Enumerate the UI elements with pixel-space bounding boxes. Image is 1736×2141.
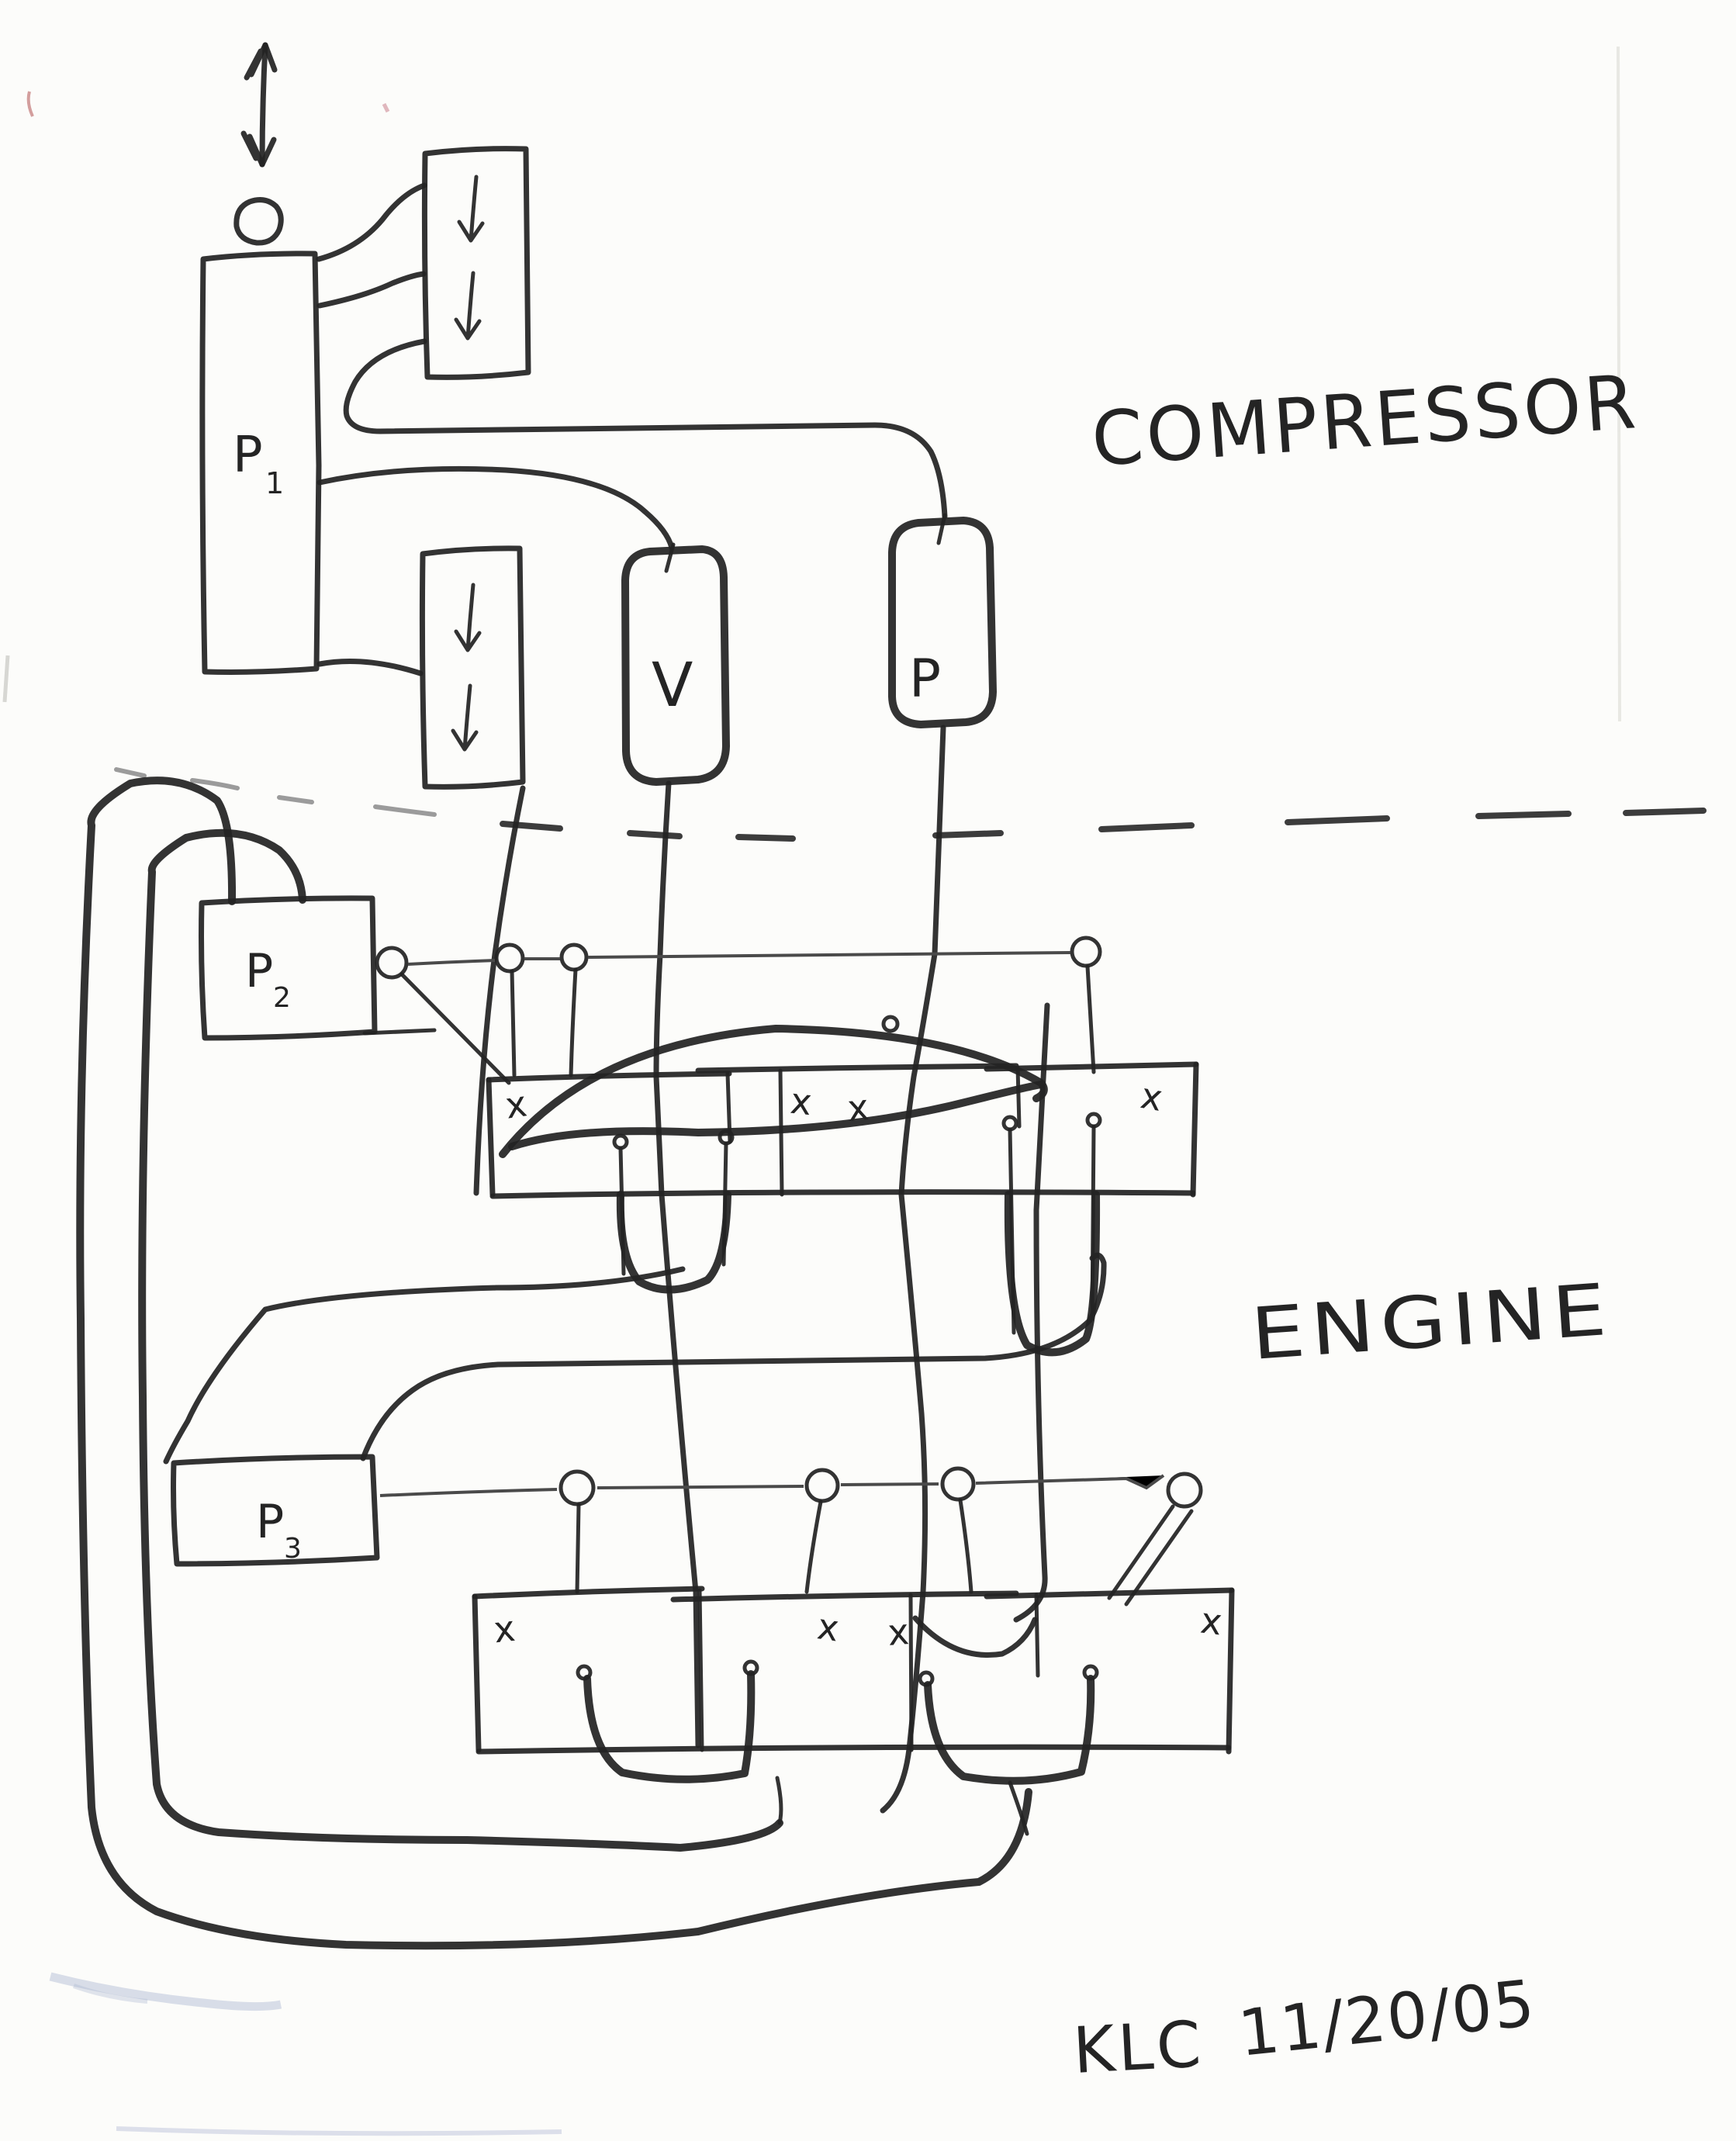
p3-label: P: [256, 1495, 284, 1549]
valve-guides-lower: [576, 1659, 1099, 1836]
port-stem: [569, 967, 578, 1077]
eraser-smudge: [49, 1972, 282, 2011]
x-mark: x: [1138, 1074, 1166, 1119]
red-speck: [382, 102, 390, 113]
dashed-separator: [114, 767, 1707, 842]
port-stem: [958, 1498, 973, 1594]
port-stem: [399, 972, 511, 1085]
port-circle: [558, 1469, 596, 1506]
down-arrow-icon: [454, 271, 482, 341]
paper-crease: [1617, 46, 1621, 722]
port-stem: [510, 969, 517, 1077]
vessel-v-label: V: [652, 651, 693, 721]
compressor-label: COMPRESSOR: [1089, 358, 1641, 483]
manifold-loop-upper: [499, 1015, 1048, 1158]
p2-label-sub: 2: [273, 982, 291, 1014]
return-pipe-loops: [76, 777, 1032, 1950]
loop-crossing-knot: [881, 1015, 900, 1033]
engine-section: P 2 P 3: [76, 725, 1614, 1950]
line-bank1-to-bank2: [1013, 1002, 1050, 1623]
line-v-vessel-down: [653, 780, 701, 1748]
ball-circle: [233, 197, 284, 246]
port-circle: [1166, 1472, 1203, 1509]
port-circle: [1070, 936, 1102, 968]
pipe-p1-to-v-vessel: [316, 465, 675, 551]
x-mark: x: [492, 1607, 517, 1652]
outer-loop-pipe: [76, 777, 1032, 1950]
p2-label: P: [245, 944, 273, 998]
pipe-p1-to-upper-valve-a: [316, 182, 427, 262]
double-arrow-icon: [240, 42, 278, 168]
x-mark: x: [788, 1080, 814, 1124]
port-circle: [559, 943, 589, 972]
x-mark: x: [503, 1082, 529, 1126]
pipe-p1-to-upper-valve-b: [316, 271, 427, 309]
x-mark: x: [814, 1605, 841, 1649]
cylinder-bank-lower: x x x x: [472, 1586, 1235, 1755]
pipe-upper-valve-to-p-vessel: [343, 338, 948, 520]
vessel-p-label: P: [909, 649, 941, 710]
signature-initials: KLC: [1071, 2008, 1205, 2088]
cylinder-bank-upper: x x x x: [486, 1061, 1199, 1199]
port-circle: [494, 943, 525, 974]
lower-port-row: [379, 1466, 1203, 1607]
p3-label-sub: 3: [284, 1533, 302, 1565]
check-valve-box-upper: [421, 146, 531, 380]
x-mark: x: [1198, 1600, 1225, 1644]
upper-port-row: [375, 936, 1102, 1085]
inner-loop-pipe: [138, 828, 783, 1852]
signature: KLC 11/20/05: [1071, 1966, 1539, 2088]
compressor-section: P 1 V: [199, 42, 1641, 790]
engine-label: ENGINE: [1248, 1268, 1614, 1376]
red-pen-mark: [26, 91, 34, 117]
line-valvebox-extension: [473, 785, 526, 1196]
down-arrow-icon: [454, 583, 482, 652]
valve-guides-upper: [612, 1112, 1102, 1357]
crossover-line-to-p3-right: [360, 1252, 1107, 1461]
vessel-p: P: [888, 513, 997, 728]
down-arrow-icon: [457, 175, 485, 243]
vessel-v: V: [621, 542, 730, 786]
port-circle: [940, 1466, 976, 1502]
down-arrow-icon: [451, 683, 479, 752]
p1-label: P: [233, 427, 263, 484]
port-stem: [575, 1503, 581, 1594]
port-stem: [1124, 1509, 1194, 1607]
crossover-line-to-p3-left: [163, 1266, 686, 1465]
port-stem: [1107, 1504, 1175, 1600]
compressor-pipes: [316, 182, 948, 676]
port-stem: [804, 1499, 823, 1594]
x-mark: x: [887, 1610, 911, 1654]
signature-date: 11/20/05: [1235, 1966, 1539, 2071]
p1-label-sub: 1: [265, 466, 284, 500]
port-circle: [804, 1468, 840, 1503]
eraser-smudge-2: [72, 1984, 148, 2004]
edge-smudge: [2, 655, 10, 703]
manifold-arc-lower: [912, 1615, 1038, 1658]
pipe-p1-to-lower-valve: [316, 658, 424, 676]
check-valve-box-lower: [419, 545, 526, 790]
x-mark: x: [846, 1086, 870, 1129]
port-circle: [375, 946, 409, 980]
p1-cylinder: [199, 251, 322, 675]
port-stem: [1085, 964, 1096, 1074]
p3-pump: P 3: [171, 1454, 380, 1567]
p2-pump: P 2: [199, 895, 437, 1041]
page-bottom-line: [116, 2126, 562, 2136]
scan-artifacts: [2, 46, 1621, 2136]
